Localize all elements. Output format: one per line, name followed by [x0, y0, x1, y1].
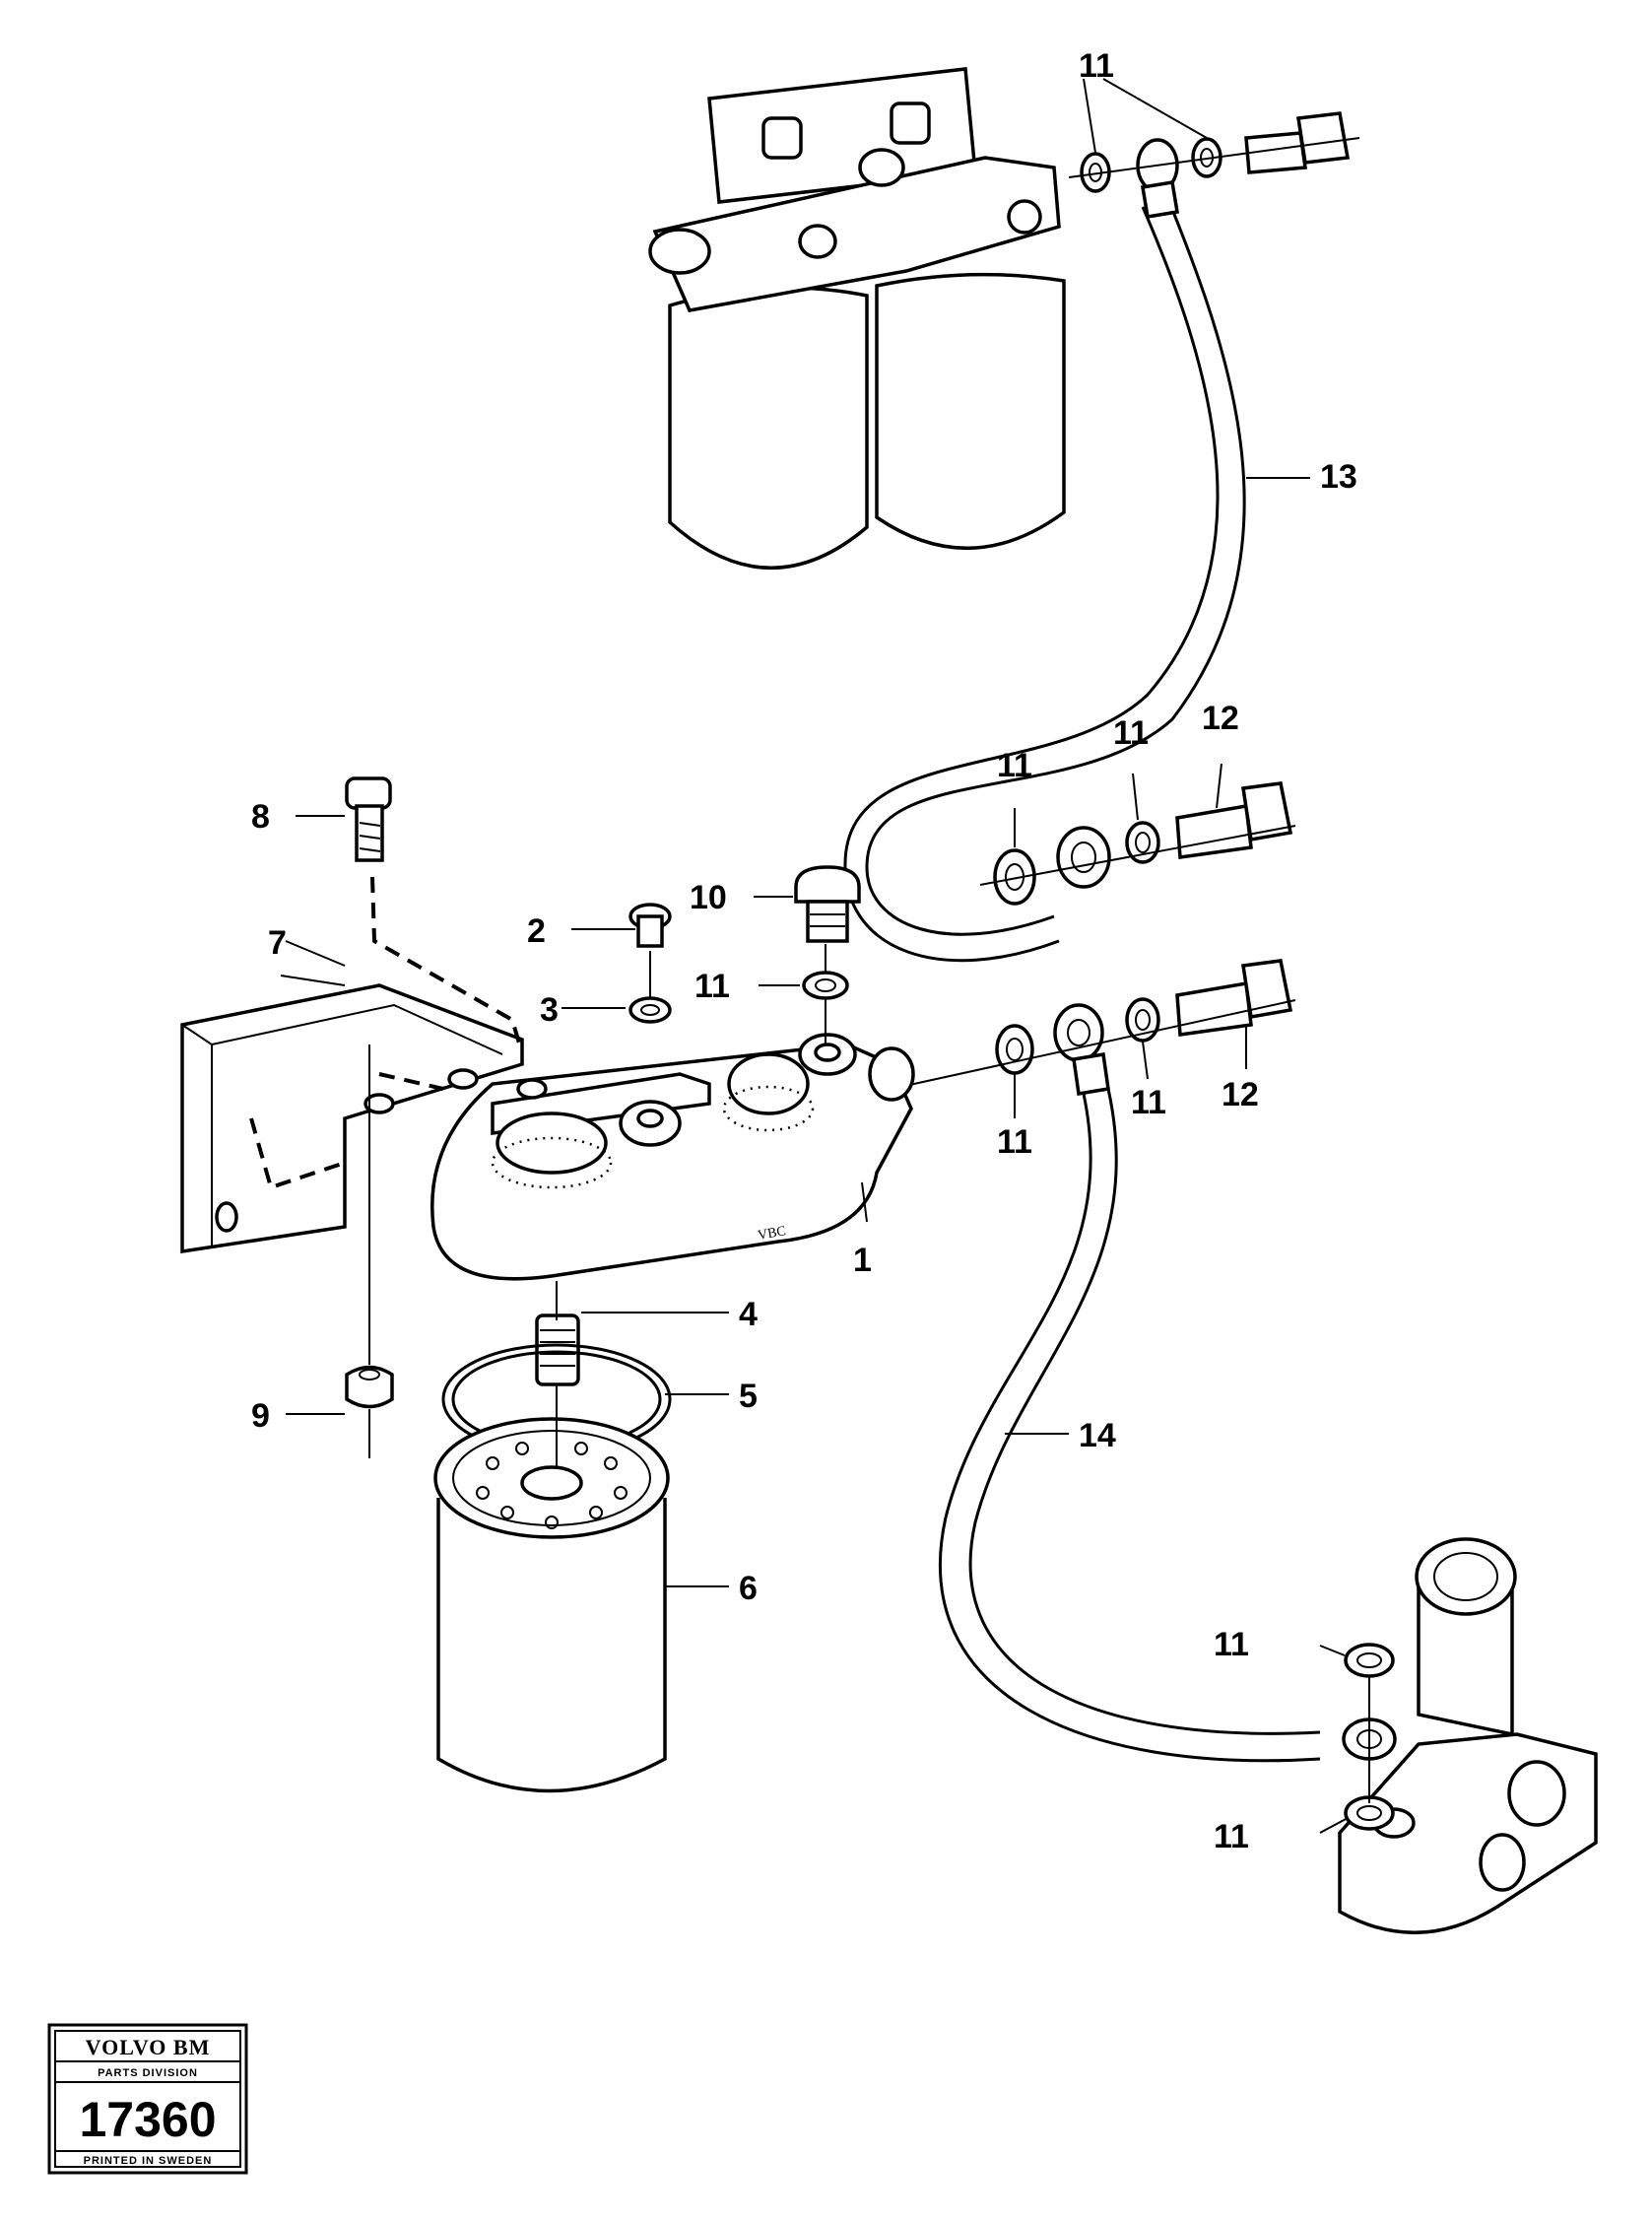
- banjo-fitting-lower: [1053, 1003, 1110, 1097]
- bracket-7: [180, 983, 524, 1254]
- twin-filter-assembly: [648, 67, 1066, 570]
- washer-11-lower-right: [1125, 997, 1160, 1043]
- stamp-printed: PRINTED IN SWEDEN: [84, 2155, 213, 2167]
- hose-13: [843, 196, 1246, 963]
- callout-11: 11: [1131, 1084, 1166, 1121]
- feed-pump: [1338, 1537, 1598, 1934]
- banjo-bolt-12-top: [1175, 781, 1293, 859]
- stamp-division: PARTS DIVISION: [98, 2067, 198, 2079]
- callout-1: 1: [853, 1242, 872, 1279]
- nipple-4: [535, 1314, 580, 1386]
- leader-lines: [280, 78, 1349, 1834]
- washer-11-pump-top: [1344, 1643, 1395, 1678]
- callout-11: 11: [1214, 1818, 1249, 1855]
- callout-3: 3: [540, 991, 559, 1029]
- filter-cartridge-6: [433, 1417, 670, 1793]
- callout-11: 11: [997, 747, 1032, 784]
- callout-11: 11: [997, 1123, 1032, 1161]
- parts-division-stamp: VOLVO BM PARTS DIVISION 17360 PRINTED IN…: [47, 2023, 248, 2175]
- callout-12: 12: [1202, 700, 1239, 737]
- washer-3: [628, 996, 672, 1024]
- washer-11-mid-left: [993, 848, 1036, 906]
- callout-11: 11: [1079, 47, 1114, 85]
- filter-head-1: VBC: [430, 1033, 915, 1281]
- banjo-fitting-mid: [1056, 826, 1111, 889]
- callout-9: 9: [251, 1397, 270, 1435]
- washer-11-plug: [802, 971, 849, 1000]
- callout-11: 11: [1214, 1626, 1249, 1663]
- svg-text:VBC: VBC: [757, 1224, 787, 1244]
- callout-11: 11: [694, 968, 730, 1005]
- stamp-part-number: 17360: [79, 2092, 216, 2147]
- callout-11: 11: [1113, 714, 1149, 752]
- callout-13: 13: [1320, 458, 1357, 496]
- callout-8: 8: [251, 798, 270, 836]
- callout-labels: 11 13 11 11 12 8 2 10 7 11 3 12 11 11 1 …: [251, 47, 1357, 1855]
- banjo-fitting-top: [1136, 138, 1180, 220]
- washer-11-lower-left: [995, 1024, 1034, 1075]
- callout-5: 5: [739, 1378, 758, 1415]
- callout-7: 7: [268, 924, 287, 962]
- plug-10: [794, 865, 861, 943]
- callout-10: 10: [690, 879, 727, 916]
- callout-6: 6: [739, 1570, 758, 1607]
- callout-2: 2: [527, 912, 546, 950]
- callout-12: 12: [1222, 1076, 1259, 1113]
- bolt-8: [345, 776, 392, 862]
- banjo-bolt-12-lower: [1175, 959, 1293, 1037]
- nut-9: [345, 1365, 394, 1409]
- hose-14: [939, 1088, 1321, 1763]
- plug-2: [628, 903, 672, 948]
- stamp-brand: VOLVO BM: [86, 2035, 211, 2059]
- banjo-bolt-top: [1244, 111, 1351, 174]
- callout-14: 14: [1079, 1417, 1116, 1454]
- callout-4: 4: [739, 1296, 758, 1333]
